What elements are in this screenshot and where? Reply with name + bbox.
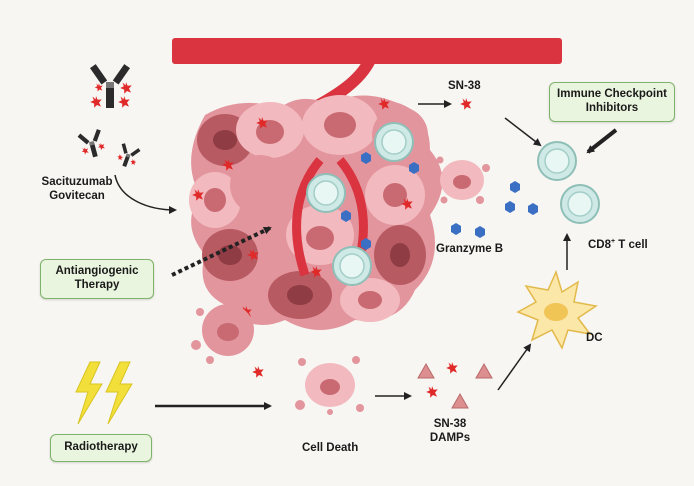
cd8-t-cell-label: CD8+ T cell (588, 238, 648, 251)
tumor-mass (189, 95, 443, 330)
blood-vessel-top (172, 38, 562, 64)
damp-triangle-3 (451, 392, 469, 409)
tumor-vessel-1 (292, 157, 324, 277)
antiangiogenic-box: Antiangiogenic Therapy (40, 259, 154, 299)
damp-triangle-2 (475, 362, 493, 379)
arrow-damps-to-dc (497, 343, 532, 391)
damp-triangle-1 (417, 362, 435, 379)
antibody-small-1 (76, 128, 108, 160)
radiation-bolts (75, 361, 133, 425)
arrow-sacituzumab-to-tumor (114, 174, 177, 214)
dying-cell-left (191, 304, 254, 364)
cd8-t-cell-1 (537, 141, 577, 181)
t-cell-tumor-1 (374, 122, 414, 162)
t-cell-tumor-2 (306, 173, 346, 213)
granzyme-label: Granzyme B (436, 243, 504, 255)
dying-cell-granzyme (436, 156, 490, 204)
sn38-damps-label: SN-38 DAMPs (429, 418, 471, 444)
dc-label: DC (586, 332, 603, 344)
arrow-sn38-to-tcell (504, 117, 542, 147)
arrow-checkpoint-to-tcell (586, 128, 618, 154)
sn38-top-icon (460, 98, 472, 110)
t-cell-tumor-3 (332, 246, 372, 286)
sacituzumab-label: Sacituzumab Govitecan (41, 176, 113, 202)
radiotherapy-box: Radiotherapy (50, 434, 152, 462)
cell-death-label: Cell Death (302, 442, 359, 454)
antibody-small-2 (114, 142, 142, 170)
cell-death-cluster (295, 356, 364, 415)
antibody-large (89, 64, 132, 108)
sn38-top-label: SN-38 (448, 80, 481, 92)
dendritic-cell (516, 269, 598, 350)
cd8-t-cell-2 (560, 184, 600, 224)
immune-checkpoint-box: Immune Checkpoint Inhibitors (549, 82, 675, 122)
